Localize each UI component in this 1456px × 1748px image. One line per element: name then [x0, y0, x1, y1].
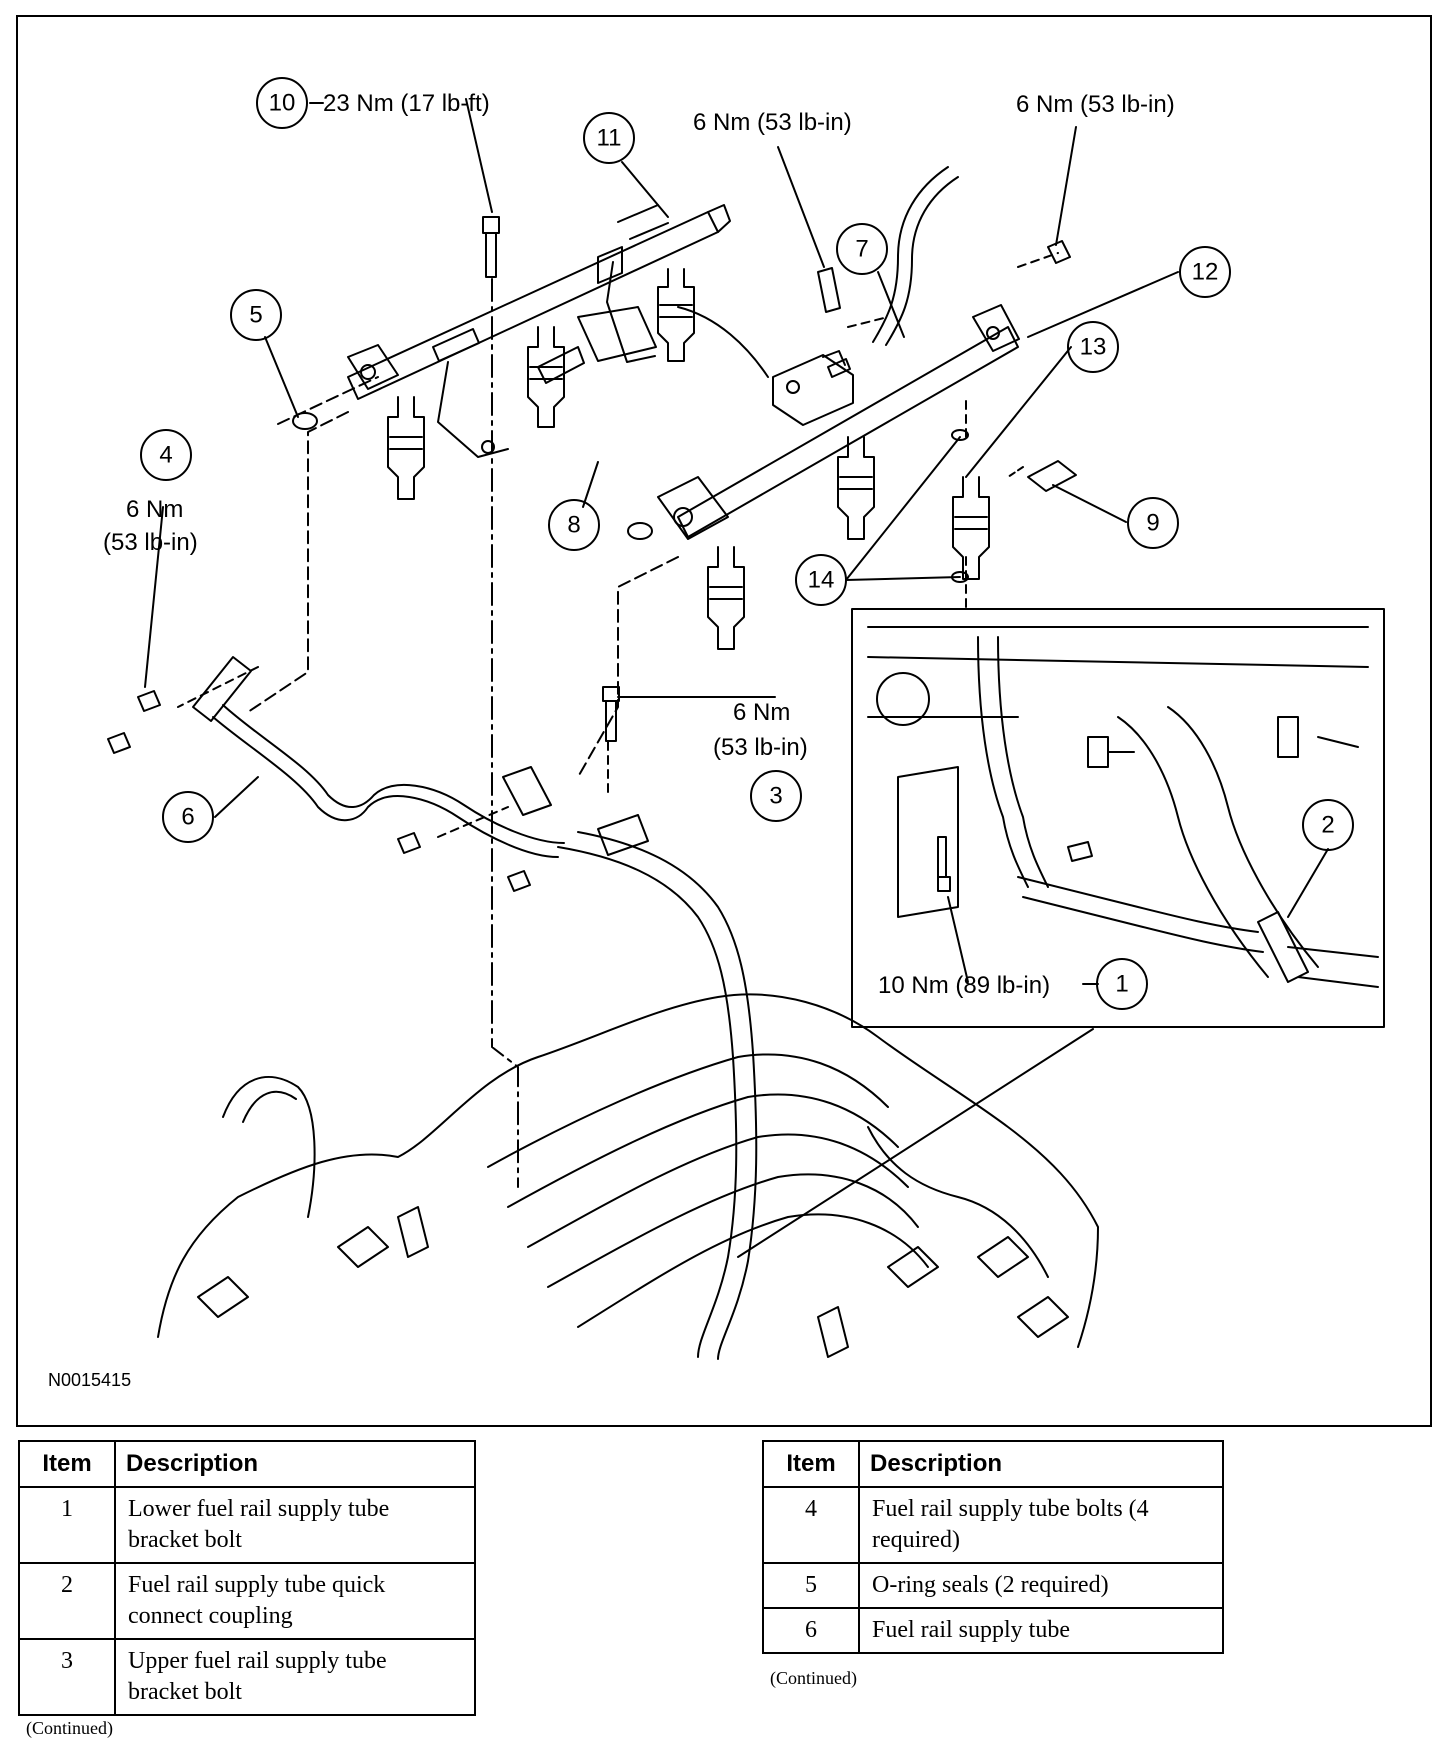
callout-circle-4 [140, 429, 192, 481]
continued-note-2: (Continued) [770, 1668, 857, 1688]
column-header-item: Item [18, 1440, 116, 1488]
item-number: 5 [762, 1562, 860, 1609]
figure-id: N0015415 [48, 1370, 131, 1390]
injector-o-ring [951, 429, 969, 441]
torque-spec-3-nm: 6 Nm [733, 699, 790, 726]
column-header-description: Description [858, 1440, 1224, 1488]
item-description: Fuel rail supply tube [858, 1607, 1224, 1654]
bolt [482, 216, 500, 278]
callout-8: 8 [567, 512, 580, 539]
injector-connector [1027, 460, 1077, 492]
callout-circle-13 [1067, 321, 1119, 373]
item-description: Fuel rail supply tube quick connect coup… [114, 1562, 476, 1640]
callout-circle-11 [583, 112, 635, 164]
callout-circle-10 [256, 77, 308, 129]
callout-circle-7 [836, 223, 888, 275]
callout-2: 2 [1321, 812, 1334, 839]
item-number: 2 [18, 1562, 116, 1640]
item-description: O-ring seals (2 required) [858, 1562, 1224, 1609]
lower-fuel-injectors [707, 436, 990, 650]
callout-13: 13 [1080, 334, 1107, 361]
table-row: 1 Lower fuel rail supply tube bracket bo… [18, 1486, 476, 1564]
callout-circle-14 [795, 554, 847, 606]
legend-table-2: Item Description 4 Fuel rail supply tube… [762, 1440, 1224, 1654]
callout-circle-5 [230, 289, 282, 341]
torque-spec-4-nm: 6 Nm [126, 496, 183, 523]
item-description: Fuel rail supply tube bolts (4 required) [858, 1486, 1224, 1564]
callout-11: 11 [597, 125, 622, 152]
rail-bolt [1047, 240, 1071, 264]
o-ring-seal [292, 412, 318, 430]
item-number: 1 [18, 1486, 116, 1564]
supply-tube-bolts [107, 690, 161, 754]
torque-spec-10: 23 Nm (17 lb-ft) [323, 90, 490, 117]
table-row: 5 O-ring seals (2 required) [762, 1562, 1224, 1609]
callout-12: 12 [1192, 259, 1219, 286]
callout-3: 3 [769, 783, 782, 810]
callout-circle-3 [750, 770, 802, 822]
table-row: 6 Fuel rail supply tube [762, 1607, 1224, 1654]
column-header-item: Item [762, 1440, 860, 1488]
fuel-rail-supply-tube [192, 656, 758, 1360]
torque-spec-3-lbin: (53 lb-in) [713, 734, 808, 761]
item-number: 4 [762, 1486, 860, 1564]
callout-circle-12 [1179, 246, 1231, 298]
callout-circle-9 [1127, 497, 1179, 549]
o-ring-seal [627, 522, 653, 540]
torque-spec-12: 6 Nm (53 lb-in) [1016, 91, 1175, 118]
torque-spec-4-lbin: (53 lb-in) [103, 529, 198, 556]
item-description: Upper fuel rail supply tube bracket bolt [114, 1638, 476, 1716]
callout-circle-8 [548, 499, 600, 551]
callout-10: 10 [269, 90, 296, 117]
callout-6: 6 [181, 804, 194, 831]
supply-tube-bolts [397, 832, 531, 892]
callout-7: 7 [855, 236, 868, 263]
exploded-view-figure: 10 11 7 12 5 13 4 8 9 14 3 6 2 1 23 Nm (… [16, 15, 1432, 1427]
table-row: 2 Fuel rail supply tube quick connect co… [18, 1562, 476, 1640]
torque-spec-1: 10 Nm (89 lb-in) [878, 972, 1050, 999]
callout-circle-6 [162, 791, 214, 843]
callout-9: 9 [1146, 510, 1159, 537]
lower-fuel-rail [657, 304, 1020, 540]
inset-detail-view [867, 626, 1379, 988]
table-row: 3 Upper fuel rail supply tube bracket bo… [18, 1638, 476, 1716]
vacuum-hose [872, 166, 949, 343]
callout-4: 4 [159, 442, 172, 469]
callout-circle-1 [1096, 958, 1148, 1010]
table-row: 4 Fuel rail supply tube bolts (4 require… [762, 1486, 1224, 1564]
intake-manifold [157, 993, 1099, 1358]
bracket-bolt [602, 686, 620, 742]
electrical-connector [537, 306, 657, 384]
column-header-description: Description [114, 1440, 476, 1488]
callout-14: 14 [808, 567, 835, 594]
item-number: 3 [18, 1638, 116, 1716]
callout-circle-2 [1302, 799, 1354, 851]
legend-table-1: Item Description 1 Lower fuel rail suppl… [18, 1440, 476, 1716]
torque-spec-7: 6 Nm (53 lb-in) [693, 109, 852, 136]
continued-note-1: (Continued) [26, 1718, 113, 1738]
upper-fuel-injectors [387, 268, 695, 500]
item-description: Lower fuel rail supply tube bracket bolt [114, 1486, 476, 1564]
callout-5: 5 [249, 302, 262, 329]
callout-1: 1 [1115, 971, 1128, 998]
rail-bolt [817, 267, 841, 313]
item-number: 6 [762, 1607, 860, 1654]
